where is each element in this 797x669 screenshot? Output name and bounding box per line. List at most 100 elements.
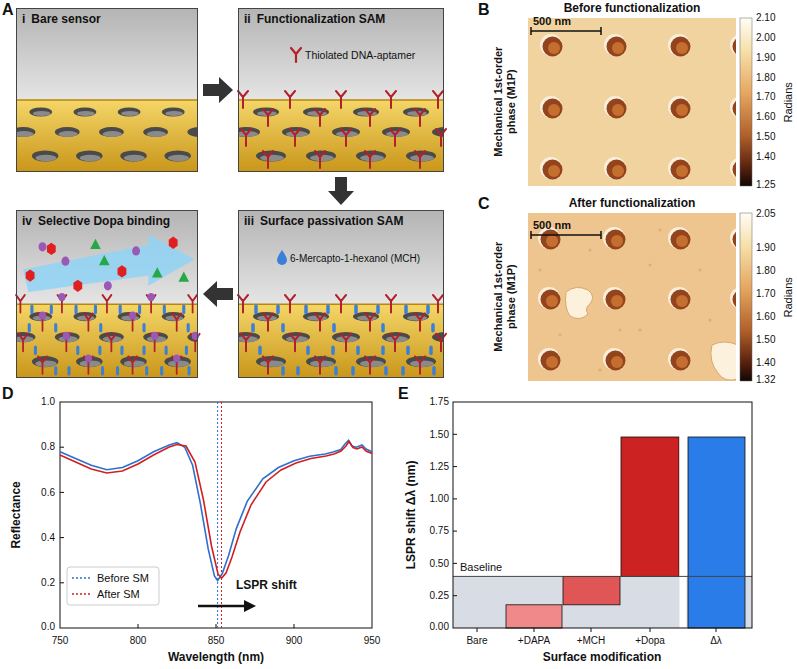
step-title: Functionalization SAM: [257, 12, 386, 26]
tick-label: 0.8: [41, 441, 55, 453]
tick-label: 1.50: [430, 429, 449, 441]
step-title: Bare sensor: [31, 12, 100, 26]
step-number: ii: [244, 12, 251, 26]
axis-title: Reflectance: [10, 481, 24, 548]
category-label: +MCH: [577, 635, 606, 647]
tick-label: 1.40: [756, 151, 775, 163]
tick-label: 1.25: [756, 179, 775, 191]
scale-label: 500 nm: [533, 219, 571, 232]
tick-label: 0.6: [41, 487, 55, 499]
sensor-surface: [11, 8, 460, 378]
step-number: i: [22, 12, 25, 26]
axis-title: Mechanical 1st-order phase (M1P): [492, 37, 517, 167]
panel-letter: D: [2, 385, 14, 403]
panel-letter: C: [478, 195, 490, 213]
tick-label: 850: [208, 635, 225, 647]
tick-label: 0.75: [430, 525, 449, 537]
tick-label: 900: [286, 635, 303, 647]
tick-label: 0.2: [41, 577, 55, 589]
category-label: Δλ: [710, 635, 722, 647]
aptamer-layer: [16, 91, 446, 374]
annotation: LSPR shift: [236, 579, 297, 593]
tick-label: 1.40: [756, 357, 775, 369]
flow-arrow: [203, 281, 233, 307]
step-number: iv: [22, 214, 32, 228]
step-heading: iii Surface passivation SAM: [244, 214, 403, 228]
tick-label: 2.00: [756, 32, 775, 44]
legend-label: Before SM: [97, 572, 149, 585]
annotation: Baseline: [460, 561, 502, 574]
aptamer-icon: [291, 48, 301, 62]
tick-label: 2.05: [756, 208, 775, 220]
category-label: +DAPA: [518, 635, 550, 647]
scale-label: 500 nm: [533, 15, 571, 28]
tick-label: 950: [364, 635, 381, 647]
panel-title: Before functionalization: [564, 2, 701, 16]
mch-layer: [29, 306, 434, 374]
colorbar: [740, 213, 752, 381]
step-box: i Bare sensor: [16, 8, 198, 172]
axis-title: Surface modification: [543, 651, 662, 665]
afm-image-before: [528, 18, 736, 186]
bar-chart: [453, 402, 752, 632]
step-box: iv Selective Dopa binding: [16, 210, 198, 378]
step-title: Selective Dopa binding: [38, 214, 170, 228]
step-heading: iv Selective Dopa binding: [22, 214, 170, 228]
tick-label: 1.60: [756, 311, 775, 323]
category-label: +Dopa: [635, 635, 665, 647]
panel-letter: E: [398, 385, 409, 403]
tick-label: 1.50: [756, 131, 775, 143]
flow-arrow: [203, 77, 233, 103]
step-box: ii Functionalization SAM Thiolated DNA-apt…: [238, 8, 444, 172]
step-number: iii: [244, 214, 254, 228]
colorbar-title: Radians: [782, 277, 795, 317]
tick-label: 1.70: [756, 288, 775, 300]
tick-label: 1.0: [41, 396, 55, 408]
flow-arrow: [328, 177, 354, 205]
tick-label: 1.90: [756, 242, 775, 254]
axis-title: LSPR shift Δλ (nm): [405, 461, 419, 570]
panel-letter: A: [2, 1, 14, 19]
mch-icon: [277, 250, 287, 265]
tick-label: 0.50: [430, 558, 449, 570]
tick-label: 2.10: [756, 12, 775, 24]
tick-label: 0.00: [430, 621, 449, 633]
step-heading: i Bare sensor: [22, 12, 101, 26]
tick-label: 0.0: [41, 621, 55, 633]
component-label: Thiolated DNA-aptamer: [305, 49, 415, 61]
tick-label: 1.60: [756, 111, 775, 123]
legend-label: After SM: [97, 588, 140, 601]
colorbar: [740, 18, 752, 186]
step-heading: ii Functionalization SAM: [244, 12, 385, 26]
tick-label: 1.75: [430, 396, 449, 408]
colorbar-title: Radians: [782, 82, 795, 122]
scale-bar: [531, 27, 601, 35]
tick-label: 1.25: [430, 461, 449, 473]
category-label: Bare: [466, 635, 487, 647]
tick-label: 1.00: [430, 493, 449, 505]
reflectance-plot: [60, 402, 372, 628]
tick-label: 1.80: [756, 72, 775, 84]
step-box: iii Surface passivation SAM 6-Mercapto-1-h…: [238, 210, 444, 378]
tick-label: 750: [52, 635, 69, 647]
axis-title: Mechanical 1st-order phase (M1P): [492, 232, 517, 362]
axis-title: Wavelength (nm): [168, 651, 264, 665]
tick-label: 1.50: [756, 334, 775, 346]
step-title: Surface passivation SAM: [260, 214, 403, 228]
afm-image-after: [528, 213, 736, 381]
tick-label: 0.4: [41, 532, 55, 544]
panel-title: After functionalization: [569, 197, 696, 211]
tick-label: 1.80: [756, 265, 775, 277]
tick-label: 1.90: [756, 52, 775, 64]
component-label: 6-Mercapto-1-hexanol (MCH): [290, 253, 420, 265]
tick-label: 0.25: [430, 590, 449, 602]
tick-label: 1.70: [756, 91, 775, 103]
tick-label: 800: [130, 635, 147, 647]
dopa-flow: [23, 235, 199, 363]
scale-bar: [531, 231, 601, 239]
tick-label: 1.32: [756, 374, 775, 386]
panel-letter: B: [478, 1, 490, 19]
